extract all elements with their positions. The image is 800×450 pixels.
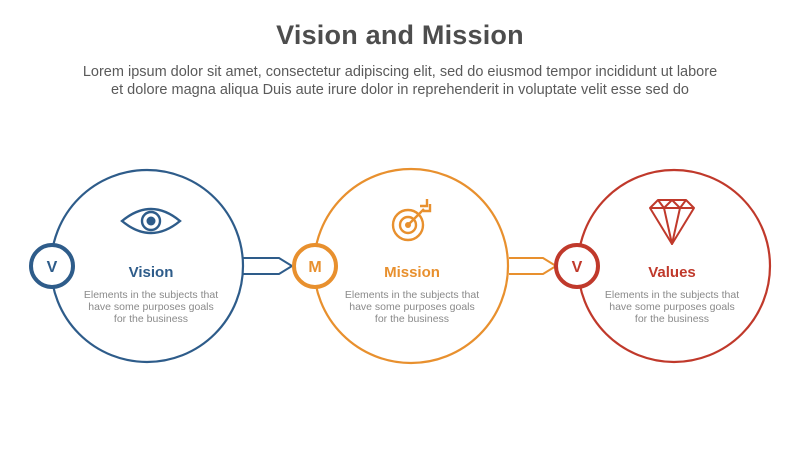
target-arrow-icon — [391, 199, 432, 242]
values-badge-letter: V — [572, 259, 583, 276]
mission-block: M — [292, 167, 558, 365]
mission-badge — [292, 243, 338, 289]
values-badge — [554, 243, 600, 289]
vision-description: Elements in the subjects that have some … — [76, 289, 226, 325]
page-title: Vision and Mission — [276, 20, 524, 50]
values-block: V — [554, 168, 772, 364]
values-desc-line-2: have some purposes goals — [609, 301, 735, 313]
mission-label: Mission — [384, 264, 440, 281]
vision-block: V — [29, 168, 294, 364]
eye-pupil-icon — [146, 216, 156, 226]
vision-desc-line-2: have some purposes goals — [88, 301, 214, 313]
diamond-icon — [649, 199, 695, 245]
mission-desc-line-1: Elements in the subjects that — [344, 289, 480, 301]
connector-arrow-2 — [509, 257, 558, 275]
mission-badge-letter: M — [308, 259, 321, 276]
mission-desc-line-2: have some purposes goals — [349, 301, 475, 313]
vision-badge-letter: V — [47, 259, 58, 276]
vision-label: Vision — [128, 264, 174, 281]
subtitle-line-2: et dolore magna aliqua Duis aute irure d… — [111, 82, 689, 98]
target-center-icon — [405, 222, 411, 228]
connector-arrow-1 — [243, 257, 294, 275]
mission-description: Elements in the subjects that have some … — [337, 289, 487, 325]
vision-badge — [29, 243, 75, 289]
subtitle-line-1: Lorem ipsum dolor sit amet, consectetur … — [82, 64, 718, 80]
vision-desc-line-1: Elements in the subjects that — [83, 289, 219, 301]
mission-desc-line-3: for the business — [374, 313, 450, 325]
values-label: Values — [648, 264, 696, 281]
values-desc-line-1: Elements in the subjects that — [604, 289, 740, 301]
eye-icon — [120, 207, 182, 235]
values-desc-line-3: for the business — [634, 313, 710, 325]
page-subtitle: Lorem ipsum dolor sit amet, consectetur … — [40, 63, 760, 99]
values-description: Elements in the subjects that have some … — [597, 289, 747, 325]
vision-desc-line-3: for the business — [113, 313, 189, 325]
